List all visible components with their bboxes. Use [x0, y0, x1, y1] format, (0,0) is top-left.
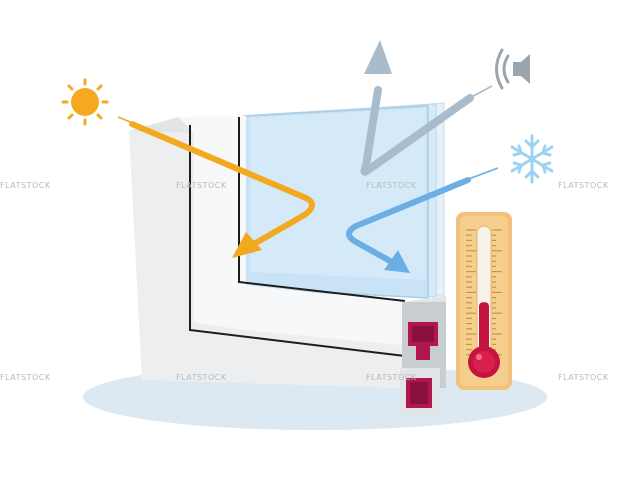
- thermometer-icon: [456, 212, 512, 390]
- watermark-8: FLATSTOCK: [558, 373, 609, 382]
- thermometer-liquid: [479, 302, 489, 356]
- watermark-3: FLATSTOCK: [366, 181, 417, 190]
- watermark-2: FLATSTOCK: [176, 181, 227, 190]
- watermark-6: FLATSTOCK: [176, 373, 227, 382]
- watermark-1: FLATSTOCK: [0, 181, 51, 190]
- frame-cross-section: [400, 302, 446, 414]
- watermark-7: FLATSTOCK: [366, 373, 417, 382]
- snowflake-icon: [510, 134, 554, 184]
- sun-heat-arrow: [117, 116, 315, 258]
- watermark-4: FLATSTOCK: [558, 181, 609, 190]
- sun-icon: [61, 78, 109, 126]
- sound-arrow: [360, 40, 493, 176]
- cold-arrow: [346, 167, 499, 273]
- speaker-sound-icon: [495, 48, 530, 90]
- watermark-5: FLATSTOCK: [0, 373, 51, 382]
